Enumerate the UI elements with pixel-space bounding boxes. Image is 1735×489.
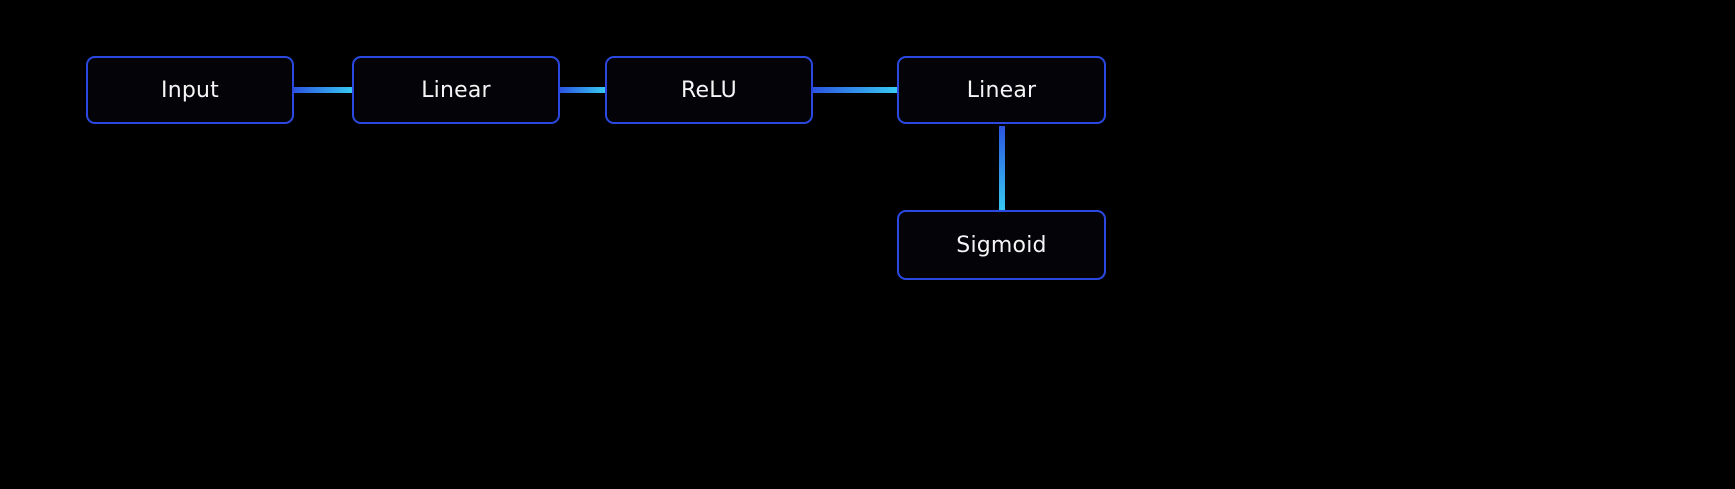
- node-linear-1[interactable]: Linear: [352, 56, 560, 124]
- edge-input-to-linear-1: [294, 87, 352, 93]
- edge-relu-to-linear-2: [813, 87, 897, 93]
- node-sigmoid[interactable]: Sigmoid: [897, 210, 1106, 280]
- node-label: Input: [161, 77, 219, 103]
- node-relu[interactable]: ReLU: [605, 56, 813, 124]
- edge-linear-2-to-sigmoid: [999, 126, 1005, 210]
- node-label: ReLU: [681, 77, 737, 103]
- node-label: Sigmoid: [956, 232, 1047, 258]
- node-linear-2[interactable]: Linear: [897, 56, 1106, 124]
- node-label: Linear: [421, 77, 491, 103]
- edge-linear-1-to-relu: [560, 87, 605, 93]
- node-label: Linear: [966, 77, 1037, 103]
- node-input[interactable]: Input: [86, 56, 294, 124]
